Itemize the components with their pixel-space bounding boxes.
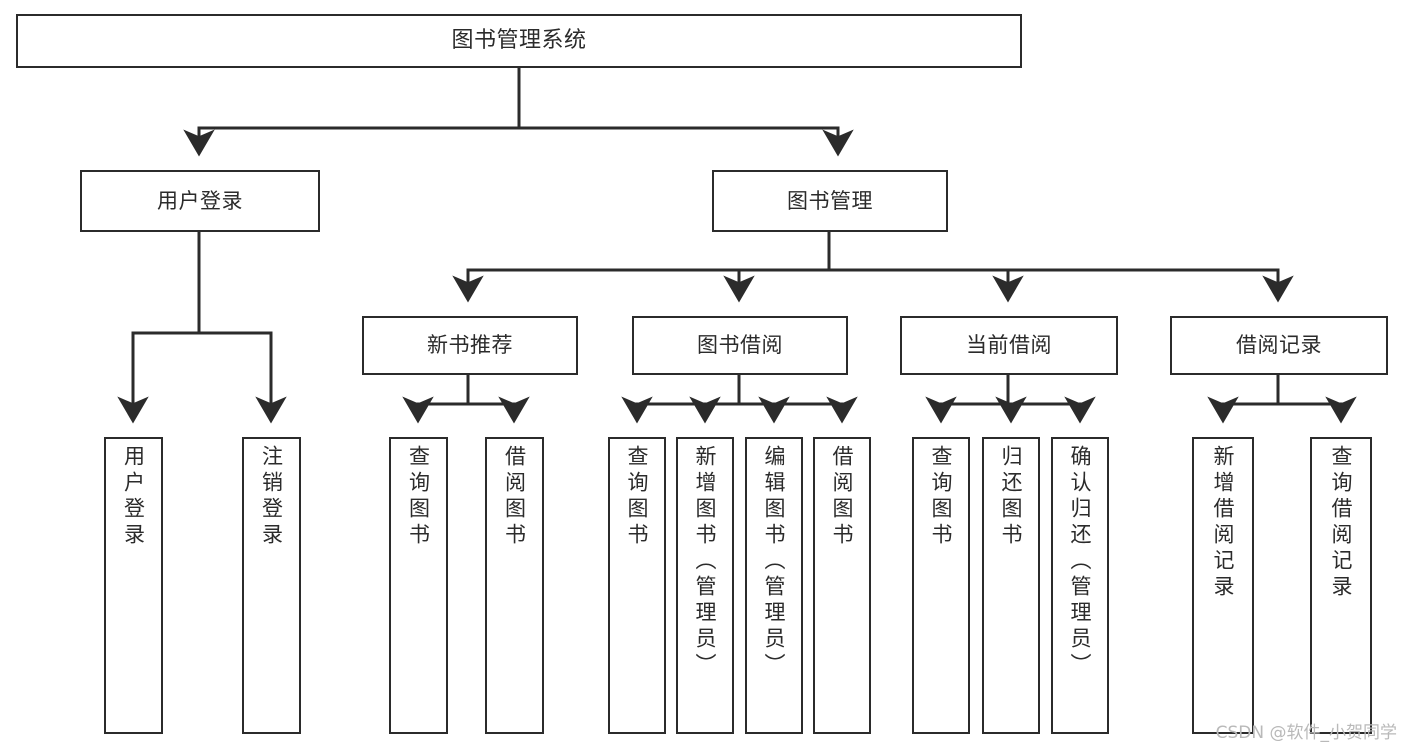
node-label: 借阅图书 <box>502 445 527 549</box>
csdn-watermark: CSDN @软件_小贺同学 <box>1215 723 1397 743</box>
node-label: 确认归还（管理员） <box>1068 445 1093 679</box>
node-label: 图书借阅 <box>697 333 783 358</box>
leaf-book-borrow-add-book-admin[interactable]: 新增图书（管理员） <box>676 437 734 734</box>
node-label: 借阅图书 <box>830 445 855 549</box>
leaf-borrow-record-add-record[interactable]: 新增借阅记录 <box>1192 437 1254 734</box>
leaf-current-borrow-confirm-return-admin[interactable]: 确认归还（管理员） <box>1051 437 1109 734</box>
node-book-management[interactable]: 图书管理 <box>712 170 948 232</box>
leaf-book-borrow-borrow-book[interactable]: 借阅图书 <box>813 437 871 734</box>
leaf-book-borrow-query-book[interactable]: 查询图书 <box>608 437 666 734</box>
leaf-user-login-login[interactable]: 用户登录 <box>104 437 163 734</box>
node-user-login[interactable]: 用户登录 <box>80 170 320 232</box>
node-label: 图书管理系统 <box>451 28 587 54</box>
node-label: 归还图书 <box>999 445 1024 549</box>
node-current-borrow[interactable]: 当前借阅 <box>900 316 1118 375</box>
node-label: 图书管理 <box>787 188 873 213</box>
node-label: 注销登录 <box>259 445 284 549</box>
node-new-book-recommend[interactable]: 新书推荐 <box>362 316 578 375</box>
node-root-system[interactable]: 图书管理系统 <box>16 14 1022 68</box>
node-label: 新增图书（管理员） <box>693 445 718 679</box>
node-label: 编辑图书（管理员） <box>762 445 787 679</box>
node-borrow-record[interactable]: 借阅记录 <box>1170 316 1388 375</box>
node-book-borrow[interactable]: 图书借阅 <box>632 316 848 375</box>
node-label: 查询图书 <box>929 445 954 549</box>
leaf-new-book-query-book[interactable]: 查询图书 <box>389 437 448 734</box>
node-label: 新书推荐 <box>427 333 513 358</box>
leaf-current-borrow-query-book[interactable]: 查询图书 <box>912 437 970 734</box>
leaf-borrow-record-query-record[interactable]: 查询借阅记录 <box>1310 437 1372 734</box>
node-label: 新增借阅记录 <box>1211 445 1236 601</box>
leaf-current-borrow-return-book[interactable]: 归还图书 <box>982 437 1040 734</box>
node-label: 查询图书 <box>625 445 650 549</box>
node-label: 用户登录 <box>157 188 243 213</box>
node-label: 借阅记录 <box>1236 333 1322 358</box>
node-label: 当前借阅 <box>966 333 1052 358</box>
leaf-new-book-borrow-book[interactable]: 借阅图书 <box>485 437 544 734</box>
node-label: 用户登录 <box>121 445 146 549</box>
node-label: 查询图书 <box>406 445 431 549</box>
node-label: 查询借阅记录 <box>1329 445 1354 601</box>
leaf-user-login-logout[interactable]: 注销登录 <box>242 437 301 734</box>
leaf-book-borrow-edit-book-admin[interactable]: 编辑图书（管理员） <box>745 437 803 734</box>
